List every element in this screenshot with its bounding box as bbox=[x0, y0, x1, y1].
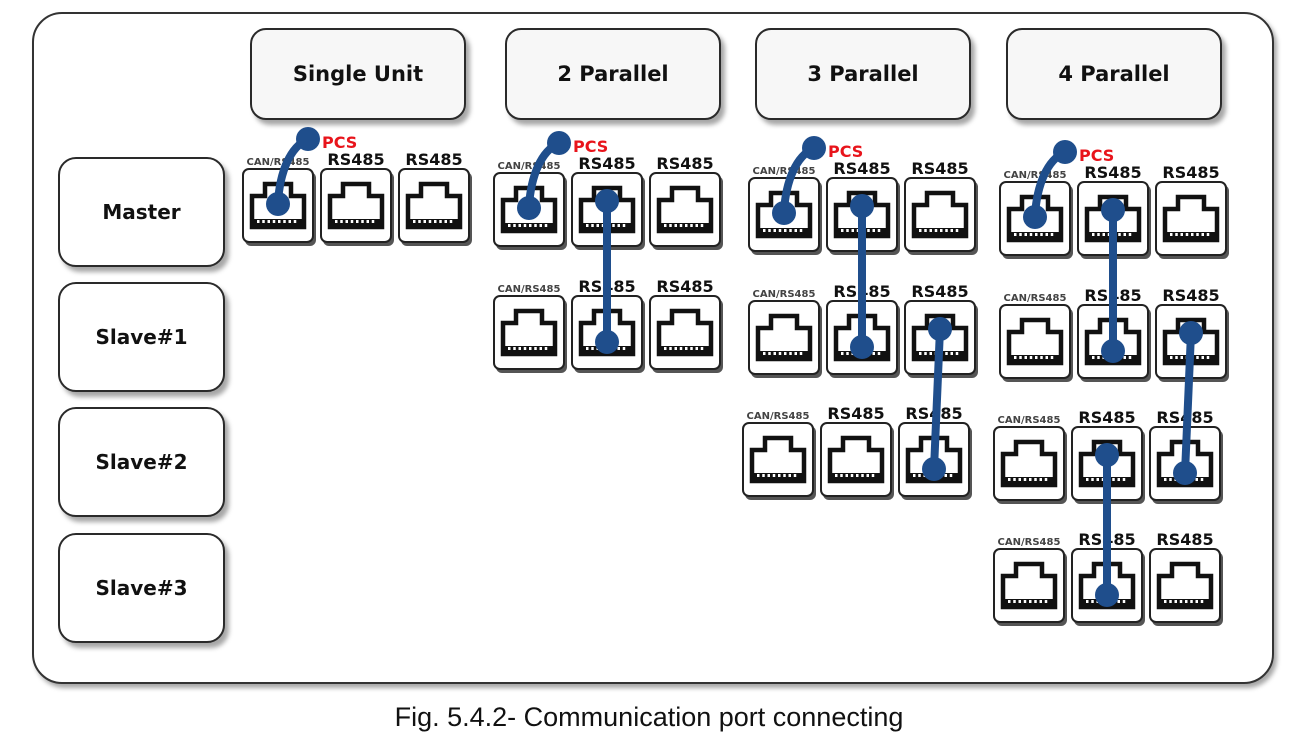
pcs-cable: PCS bbox=[266, 127, 357, 216]
rj45-port-icon bbox=[1155, 181, 1229, 259]
rs485-link-cable bbox=[1101, 198, 1125, 363]
rs485-link-cable bbox=[595, 189, 619, 354]
figure-caption: Fig. 5.4.2- Communication port connectin… bbox=[394, 702, 904, 732]
cable-plug-icon bbox=[595, 189, 619, 213]
cable-plug-icon bbox=[922, 457, 946, 481]
cable-plug-icon bbox=[1023, 205, 1047, 229]
port-label-rs485: RS485 bbox=[1084, 163, 1141, 182]
rj45-port-icon bbox=[398, 168, 472, 246]
port-label-can-rs485: CAN/RS485 bbox=[747, 411, 810, 422]
rj45-port-icon bbox=[904, 177, 978, 255]
rj45-port-icon bbox=[493, 295, 567, 373]
port-label-can-rs485: CAN/RS485 bbox=[498, 161, 561, 172]
column-header-single-unit: Single Unit bbox=[250, 28, 466, 120]
port-label-rs485: RS485 bbox=[405, 150, 462, 169]
port-label-can-rs485: CAN/RS485 bbox=[247, 157, 310, 168]
pcs-label: PCS bbox=[322, 133, 357, 152]
port-label-rs485: RS485 bbox=[911, 159, 968, 178]
rs485-link-cable bbox=[1173, 321, 1203, 485]
port-label-can-rs485: CAN/RS485 bbox=[753, 166, 816, 177]
port-label-can-rs485: CAN/RS485 bbox=[498, 284, 561, 295]
pcs-label: PCS bbox=[573, 137, 608, 156]
port-label-can-rs485: CAN/RS485 bbox=[1004, 293, 1067, 304]
cable-plug-icon bbox=[266, 192, 290, 216]
cable-plug-icon bbox=[928, 317, 952, 341]
rj45-port-icon bbox=[820, 422, 894, 500]
column-header-3-parallel: 3 Parallel bbox=[755, 28, 971, 120]
rj45-port-icon bbox=[993, 548, 1067, 626]
port-label-rs485: RS485 bbox=[1162, 163, 1219, 182]
cable-plug-icon bbox=[850, 335, 874, 359]
rj45-port-icon bbox=[649, 172, 723, 250]
cable-plug-icon bbox=[547, 131, 571, 155]
rs485-link-cable bbox=[922, 317, 952, 481]
row-label-slave-3: Slave#3 bbox=[58, 533, 225, 643]
port-label-rs485: RS485 bbox=[327, 150, 384, 169]
cable-plug-icon bbox=[802, 136, 826, 160]
port-label-can-rs485: CAN/RS485 bbox=[998, 415, 1061, 426]
port-label-rs485: RS485 bbox=[911, 282, 968, 301]
pcs-cable: PCS bbox=[517, 131, 608, 220]
rj45-port-icon bbox=[742, 422, 816, 500]
rj45-port-icon bbox=[649, 295, 723, 373]
pcs-cable: PCS bbox=[772, 136, 863, 225]
pcs-cable: PCS bbox=[1023, 140, 1114, 229]
port-label-rs485: RS485 bbox=[578, 154, 635, 173]
column-header-4-parallel: 4 Parallel bbox=[1006, 28, 1222, 120]
port-column-p2: CAN/RS485RS485RS485CAN/RS485RS485RS485PC… bbox=[493, 131, 723, 373]
rj45-port-icon bbox=[993, 426, 1067, 504]
cable-plug-icon bbox=[517, 196, 541, 220]
port-label-can-rs485: CAN/RS485 bbox=[998, 537, 1061, 548]
port-label-rs485: RS485 bbox=[1162, 286, 1219, 305]
column-header-2-parallel: 2 Parallel bbox=[505, 28, 721, 120]
port-label-can-rs485: CAN/RS485 bbox=[1004, 170, 1067, 181]
cable-plug-icon bbox=[595, 330, 619, 354]
cable-plug-icon bbox=[1101, 339, 1125, 363]
port-label-rs485: RS485 bbox=[1078, 408, 1135, 427]
row-label-slave-2: Slave#2 bbox=[58, 407, 225, 517]
row-label-master: Master bbox=[58, 157, 225, 267]
port-label-can-rs485: CAN/RS485 bbox=[753, 289, 816, 300]
rj45-port-icon bbox=[320, 168, 394, 246]
cable-plug-icon bbox=[296, 127, 320, 151]
rj45-port-icon bbox=[1149, 548, 1223, 626]
port-label-rs485: RS485 bbox=[1156, 530, 1213, 549]
pcs-label: PCS bbox=[828, 142, 863, 161]
cable-plug-icon bbox=[1053, 140, 1077, 164]
rj45-port-icon bbox=[748, 300, 822, 378]
cable-plug-icon bbox=[1173, 461, 1197, 485]
port-label-rs485: RS485 bbox=[833, 159, 890, 178]
port-column-p4: CAN/RS485RS485RS485CAN/RS485RS485RS485CA… bbox=[993, 140, 1229, 626]
rs485-link-cable bbox=[1095, 443, 1119, 607]
cable-plug-icon bbox=[1179, 321, 1203, 345]
cable-plug-icon bbox=[1095, 443, 1119, 467]
rj45-port-icon bbox=[999, 304, 1073, 382]
port-label-rs485: RS485 bbox=[656, 277, 713, 296]
cable-plug-icon bbox=[772, 201, 796, 225]
cable-plug-icon bbox=[1095, 583, 1119, 607]
port-label-rs485: RS485 bbox=[656, 154, 713, 173]
port-label-rs485: RS485 bbox=[827, 404, 884, 423]
cable-plug-icon bbox=[1101, 198, 1125, 222]
row-label-slave-1: Slave#1 bbox=[58, 282, 225, 392]
pcs-label: PCS bbox=[1079, 146, 1114, 165]
cable-plug-icon bbox=[850, 194, 874, 218]
rs485-link-cable bbox=[850, 194, 874, 359]
port-column-p3: CAN/RS485RS485RS485CAN/RS485RS485RS485CA… bbox=[742, 136, 978, 500]
